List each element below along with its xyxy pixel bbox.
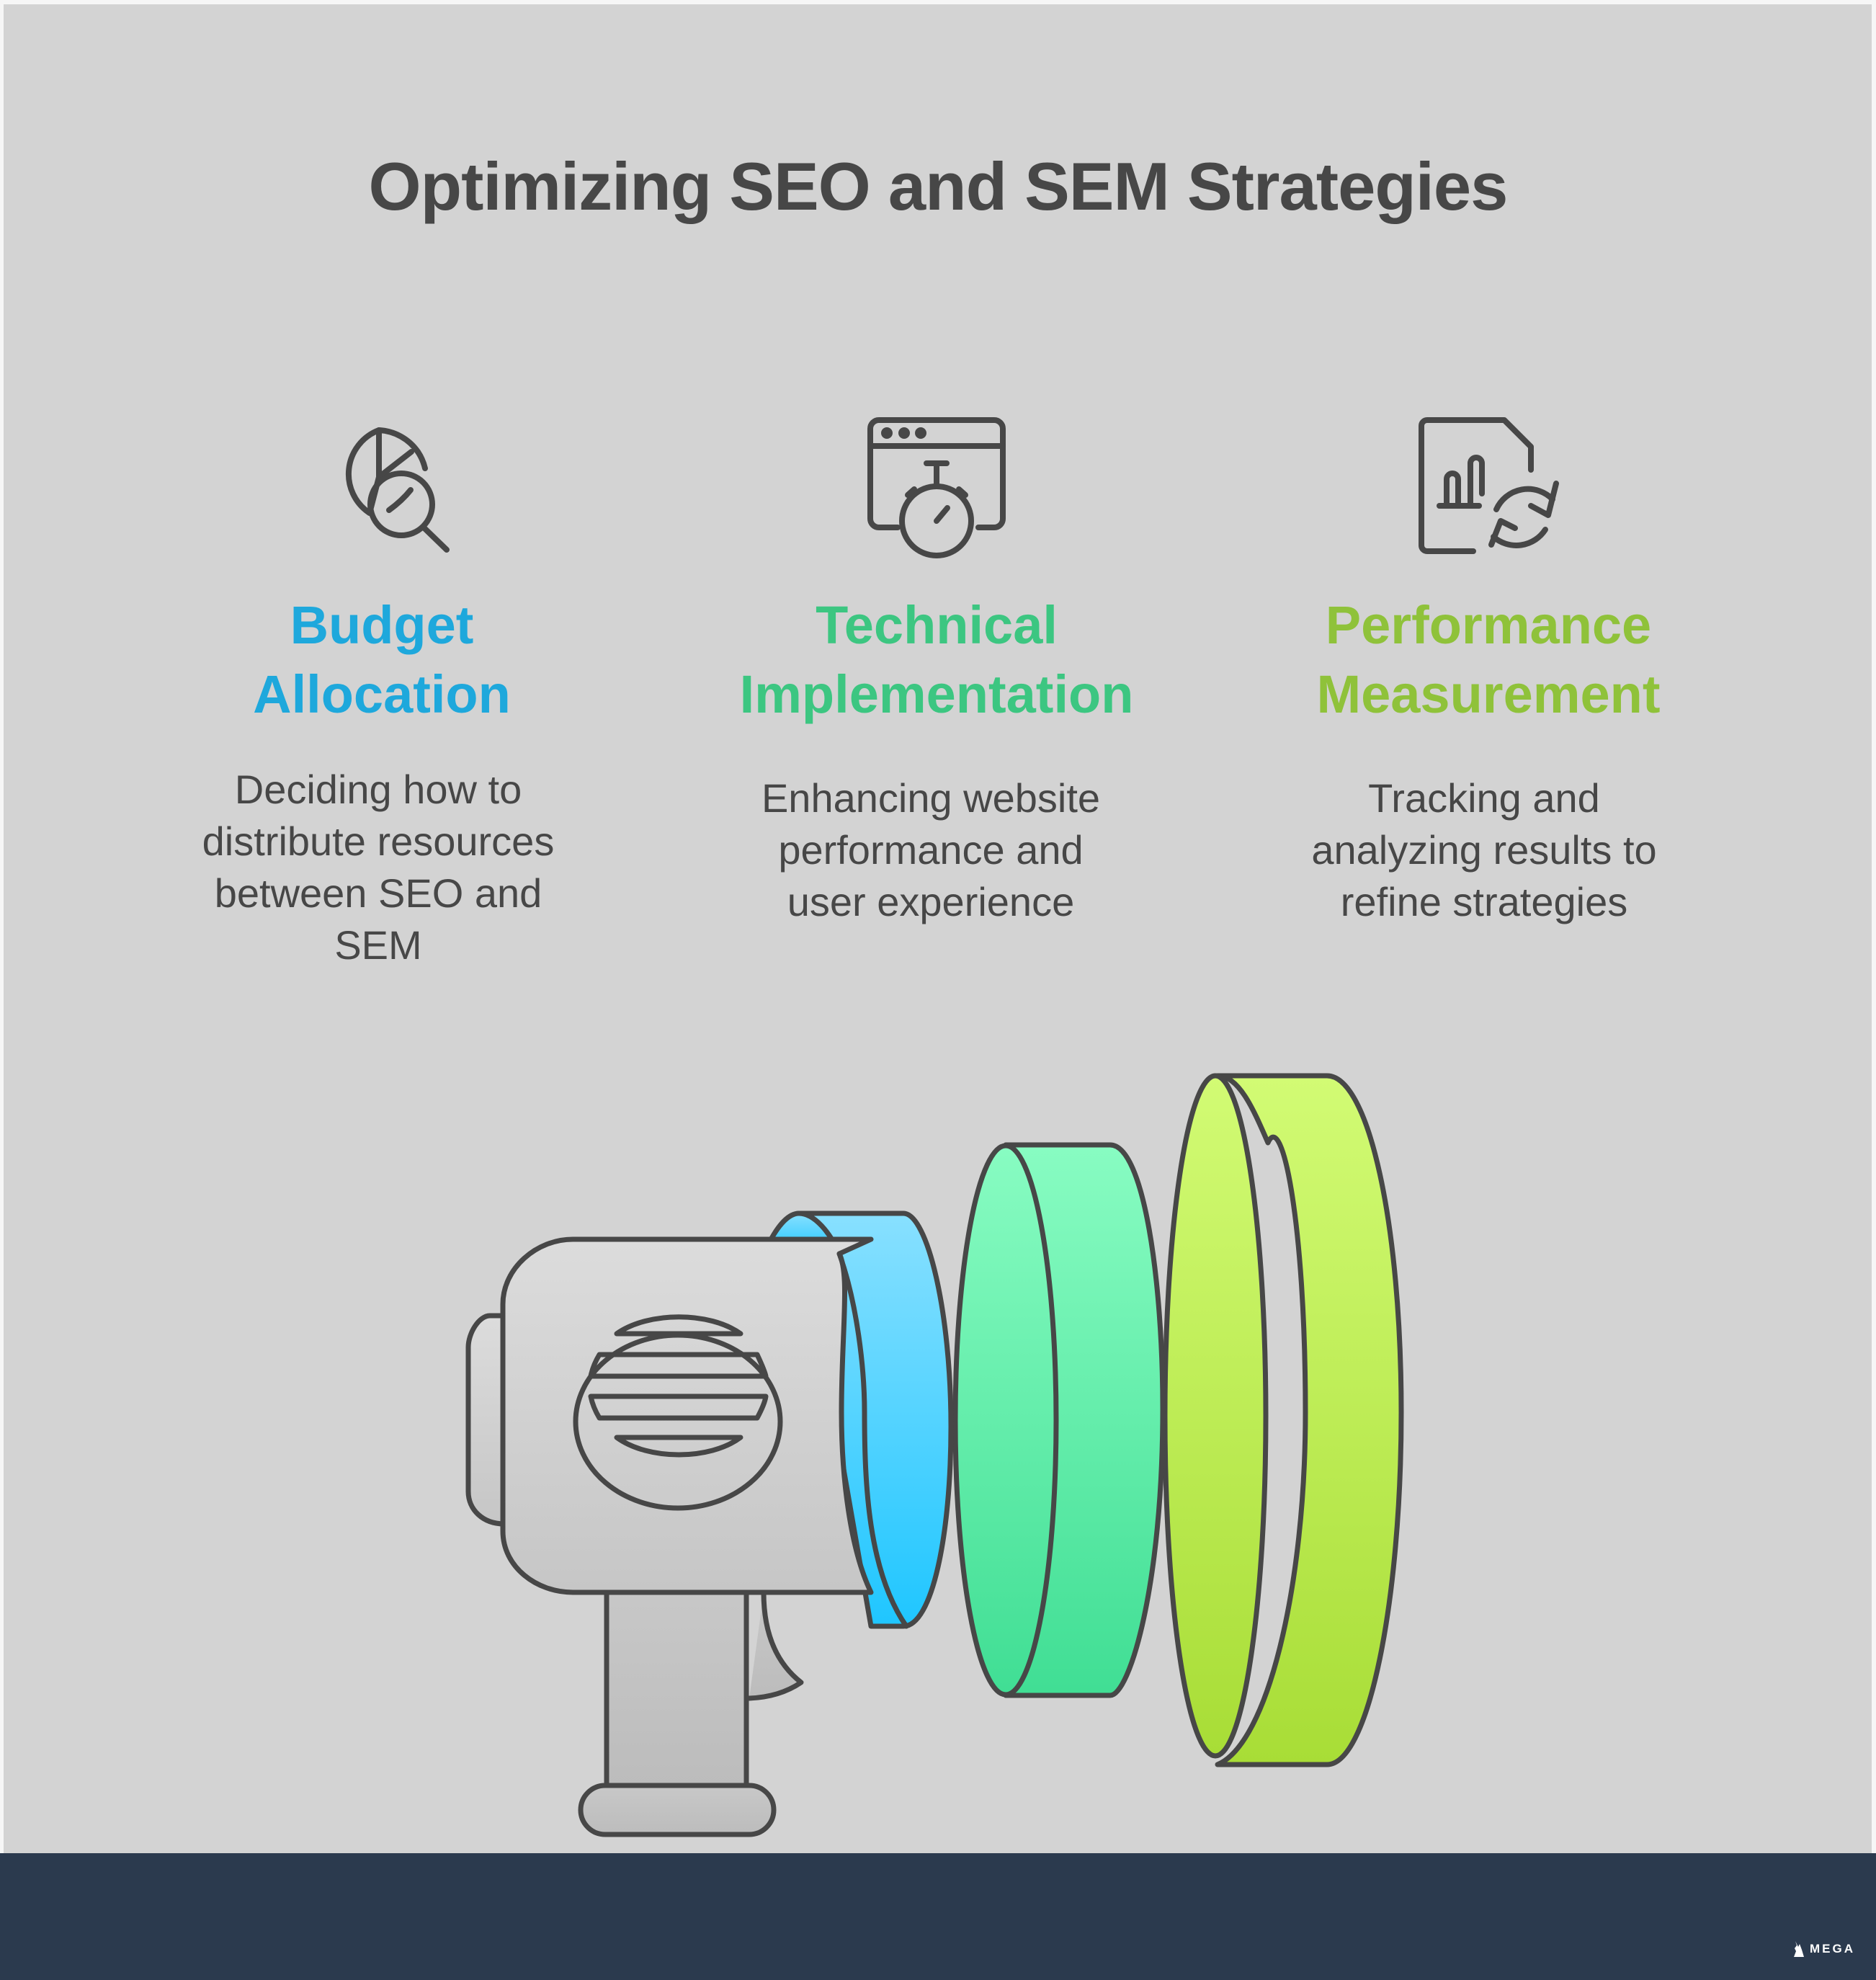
heading-line: Allocation — [253, 664, 511, 724]
heading-line: Technical — [816, 595, 1058, 655]
wizard-logo-icon — [1794, 1941, 1804, 1957]
brand-logo: MEGA — [1792, 1940, 1855, 1958]
page-title: Optimizing SEO and SEM Strategies — [368, 148, 1509, 224]
description-line: Enhancing website — [761, 775, 1101, 821]
report-refresh-icon — [1419, 417, 1559, 554]
megaphone-illustration — [465, 1073, 1404, 1837]
pie-chart-magnifier-icon — [345, 427, 450, 553]
description-line: performance and — [778, 827, 1084, 873]
heading-line: Measurement — [1316, 664, 1661, 724]
browser-stopwatch-icon — [867, 417, 1006, 558]
megaphone-grip-base — [578, 1783, 777, 1837]
lime-ring-front — [1162, 1073, 1269, 1759]
brand-name: MEGA — [1810, 1942, 1855, 1956]
technical-implementation-description: Enhancing website performance and user e… — [679, 772, 1183, 928]
green-ring-front — [952, 1143, 1059, 1698]
description-line: analyzing results to — [1311, 827, 1657, 873]
description-line: between SEO and — [214, 870, 542, 916]
description-line: Tracking and — [1368, 775, 1600, 821]
budget-allocation-description: Deciding how to distribute resources bet… — [126, 764, 630, 971]
megaphone-back-cap — [465, 1313, 507, 1527]
budget-allocation-heading: Budget Allocation — [130, 591, 634, 729]
description-line: SEM — [334, 922, 422, 968]
heading-line: Performance — [1325, 595, 1652, 655]
technical-implementation-heading: Technical Implementation — [684, 591, 1189, 729]
lime-ring — [1215, 1073, 1404, 1767]
heading-line: Budget — [290, 595, 474, 655]
megaphone-trigger — [746, 1589, 804, 1701]
description-line: distribute resources — [202, 819, 555, 864]
footer-bar — [0, 1853, 1876, 1980]
performance-measurement-heading: Performance Measurement — [1236, 591, 1741, 729]
megaphone-handle — [604, 1582, 749, 1792]
description-line: refine strategies — [1340, 879, 1628, 924]
description-line: Deciding how to — [234, 767, 522, 812]
heading-line: Implementation — [739, 664, 1134, 724]
description-line: user experience — [787, 879, 1075, 924]
performance-measurement-description: Tracking and analyzing results to refine… — [1232, 772, 1736, 928]
